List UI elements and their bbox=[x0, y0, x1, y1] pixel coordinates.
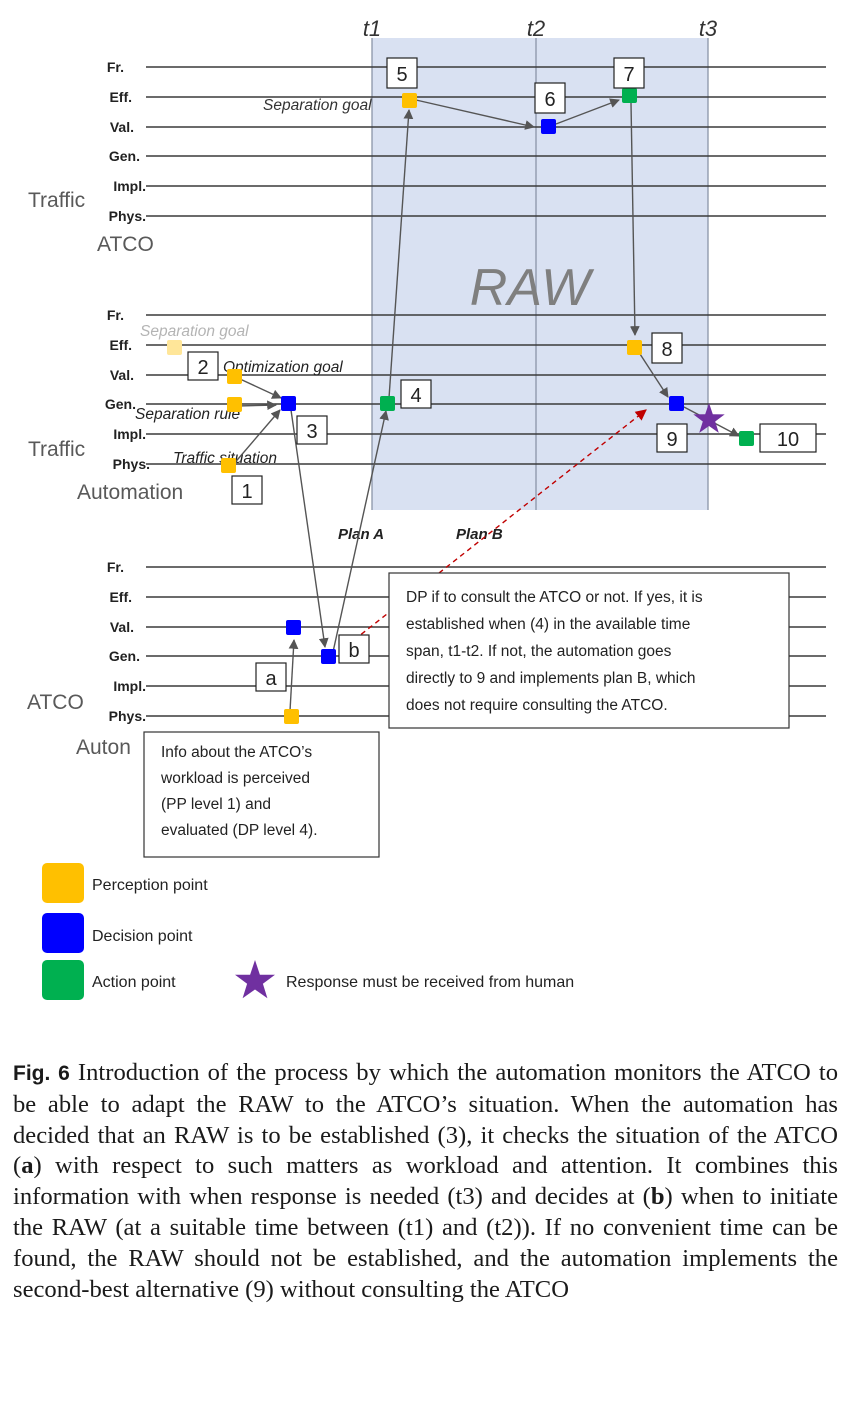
dp-note-line: directly to 9 and implements plan B, whi… bbox=[406, 670, 695, 687]
step-label-a: a bbox=[265, 668, 277, 690]
caption-bold-b: b bbox=[650, 1183, 665, 1211]
caption-label: Fig. 6 bbox=[13, 1062, 70, 1085]
flow-arrows bbox=[231, 98, 740, 712]
decision-point bbox=[541, 119, 556, 134]
dp-note-line: does not require consulting the ATCO. bbox=[406, 697, 668, 714]
legend-decision-label: Decision point bbox=[92, 928, 193, 945]
step-label-b: b bbox=[348, 640, 359, 662]
dp-note-line: established when (4) in the available ti… bbox=[406, 616, 690, 633]
caption-bold-a: a bbox=[21, 1152, 34, 1180]
legend-response-label: Response must be received from human bbox=[286, 974, 574, 991]
step-label-3: 3 bbox=[306, 421, 317, 443]
panel-3-agent-label: ATCO bbox=[27, 691, 84, 714]
legend-action-swatch bbox=[42, 960, 84, 1000]
step-boxes bbox=[187, 57, 817, 692]
step-label-4: 4 bbox=[410, 385, 421, 407]
decision-point bbox=[321, 649, 336, 664]
step-label-5: 5 bbox=[396, 64, 407, 86]
legend-perception-swatch bbox=[42, 863, 84, 903]
step-label-9: 9 bbox=[666, 429, 677, 451]
perception-point bbox=[284, 709, 299, 724]
perception-point bbox=[227, 397, 242, 412]
figure-caption: Fig. 6 Introduction of the process by wh… bbox=[13, 1058, 838, 1305]
dp-note-line: DP if to consult the ATCO or not. If yes… bbox=[406, 589, 703, 606]
level-label-gen: Gen. bbox=[105, 396, 136, 412]
dp-note-line: span, t1-t2. If not, the automation goes bbox=[406, 643, 672, 660]
level-label-phys: Phys. bbox=[109, 208, 146, 224]
perception-point bbox=[221, 458, 236, 473]
time-label-t1: t1 bbox=[363, 16, 381, 41]
panel-2-agent-label: Traffic bbox=[28, 438, 85, 461]
level-label-impl: Impl. bbox=[113, 678, 146, 694]
step-label-2: 2 bbox=[197, 357, 208, 379]
legend-star-icon bbox=[235, 960, 275, 999]
panel-1-controller-label: ATCO bbox=[97, 233, 154, 256]
level-label-eff: Eff. bbox=[109, 337, 132, 353]
perception-point-faded bbox=[167, 340, 182, 355]
plan-b-label: Plan B bbox=[456, 526, 503, 543]
level-label-phys: Phys. bbox=[113, 456, 150, 472]
dp-note-text: DP if to consult the ATCO or not. If yes… bbox=[406, 589, 703, 714]
panel-2-controller-label: Automation bbox=[77, 481, 183, 504]
optimization-goal-label: Optimization goal bbox=[223, 359, 343, 376]
separation-goal-mid-label: Separation goal bbox=[140, 323, 249, 340]
time-label-t3: t3 bbox=[699, 16, 718, 41]
legend-perception-label: Perception point bbox=[92, 877, 208, 894]
info-note-text: Info about the ATCO’s workload is percei… bbox=[160, 744, 318, 839]
figure-diagram: t1 t2 t3 RAW Fr. Eff. Val. Gen. Impl. Ph… bbox=[27, 16, 826, 1000]
level-label-gen: Gen. bbox=[109, 648, 140, 664]
caption-text: ) with respect to such matters as worklo… bbox=[13, 1152, 838, 1211]
info-note-box bbox=[143, 731, 380, 858]
plan-a-label: Plan A bbox=[338, 526, 384, 543]
info-note-line: (PP level 1) and bbox=[161, 796, 271, 813]
level-label-impl: Impl. bbox=[113, 178, 146, 194]
dp-note-box bbox=[388, 572, 790, 729]
level-label-impl: Impl. bbox=[113, 426, 146, 442]
time-label-t2: t2 bbox=[527, 16, 545, 41]
info-note-line: workload is perceived bbox=[160, 770, 310, 787]
step-label-7: 7 bbox=[623, 64, 634, 86]
level-label-fr: Fr. bbox=[107, 59, 124, 75]
panel-1-lines bbox=[146, 66, 826, 217]
perception-point bbox=[627, 340, 642, 355]
raw-band bbox=[372, 38, 708, 510]
action-point bbox=[622, 88, 637, 103]
level-label-phys: Phys. bbox=[109, 708, 146, 724]
decision-point bbox=[286, 620, 301, 635]
level-label-eff: Eff. bbox=[109, 89, 132, 105]
level-label-val: Val. bbox=[110, 619, 134, 635]
caption-text: ) when to initiate the RAW (at a suitabl… bbox=[13, 1183, 838, 1303]
step-label-6: 6 bbox=[544, 89, 555, 111]
level-label-fr: Fr. bbox=[107, 307, 124, 323]
level-label-val: Val. bbox=[110, 119, 134, 135]
decision-point bbox=[669, 396, 684, 411]
step-label-1: 1 bbox=[241, 481, 252, 503]
info-note-line: Info about the ATCO’s bbox=[161, 744, 312, 761]
info-note-line: evaluated (DP level 4). bbox=[161, 822, 318, 839]
decision-point bbox=[281, 396, 296, 411]
level-label-fr: Fr. bbox=[107, 559, 124, 575]
separation-goal-top-label: Separation goal bbox=[263, 97, 372, 114]
perception-point bbox=[402, 93, 417, 108]
level-label-eff: Eff. bbox=[109, 589, 132, 605]
raw-label: RAW bbox=[470, 259, 595, 317]
step-label-10: 10 bbox=[777, 429, 799, 451]
action-point bbox=[380, 396, 395, 411]
points bbox=[167, 88, 754, 724]
panel-1-agent-label: Traffic bbox=[28, 189, 85, 212]
step-label-8: 8 bbox=[661, 339, 672, 361]
response-star-icon bbox=[693, 403, 725, 433]
legend-decision-swatch bbox=[42, 913, 84, 953]
perception-point bbox=[227, 369, 242, 384]
level-label-gen: Gen. bbox=[109, 148, 140, 164]
panel-3-controller-label: Auton bbox=[76, 736, 131, 759]
action-point bbox=[739, 431, 754, 446]
legend: Perception point Decision point Action p… bbox=[42, 863, 574, 1000]
separation-rule-label: Separation rule bbox=[135, 406, 241, 423]
level-label-val: Val. bbox=[110, 367, 134, 383]
legend-action-label: Action point bbox=[92, 974, 176, 991]
caption-text: Introduction of the process by which the… bbox=[13, 1059, 838, 1180]
